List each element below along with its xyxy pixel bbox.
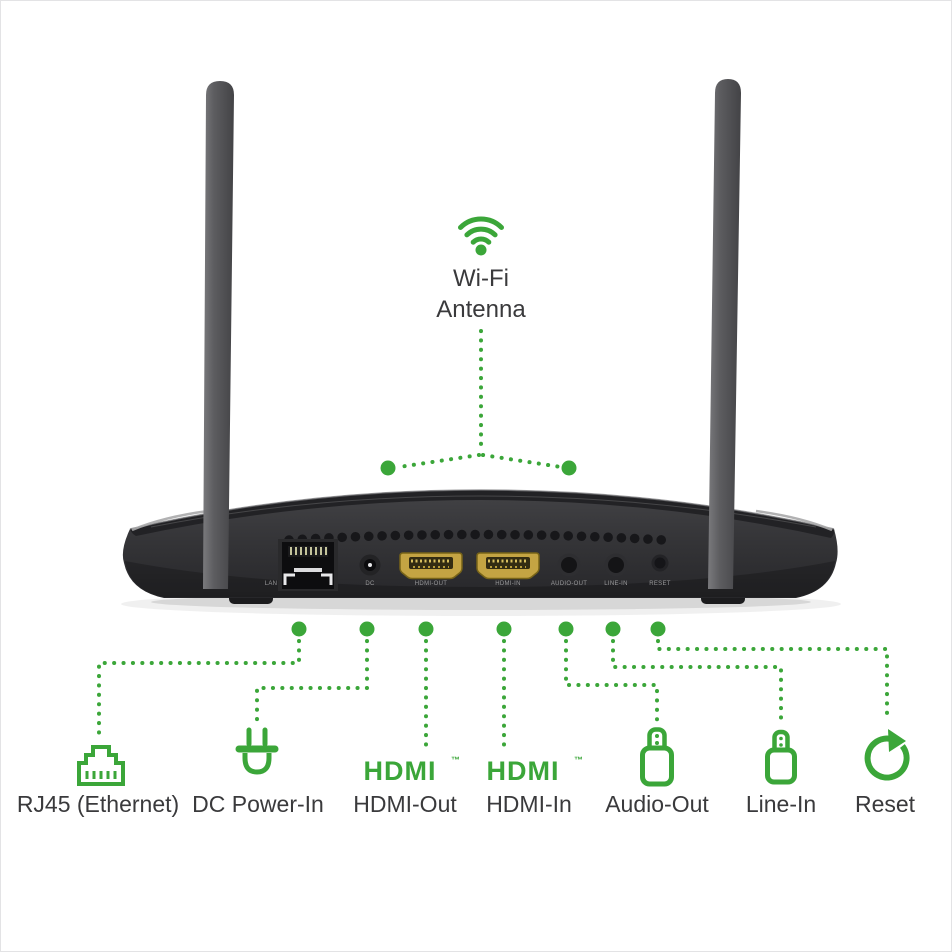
vent-holes <box>284 529 668 545</box>
reset-button-hole <box>654 557 666 569</box>
hdmi-out-logo-text: HDMI <box>364 756 437 786</box>
hdmi-out-logo-tm: ™ <box>451 755 460 765</box>
hdmi-out-anchor-dot <box>418 621 434 637</box>
wifi-arc-outer <box>458 216 504 230</box>
line-in-port: LINE-IN <box>604 553 628 587</box>
lan-port: LAN <box>265 539 338 591</box>
audio-jack-body <box>640 745 674 787</box>
lan-clip-brackets <box>283 573 333 585</box>
hdmi-in-port-label: HDMI-IN <box>495 581 520 587</box>
wifi-label-line2: Antenna <box>436 296 526 323</box>
line-in-jack-body <box>765 747 797 785</box>
hdmi-in-logo-tm: ™ <box>574 755 583 765</box>
wifi-label-line1: Wi-Fi <box>453 265 509 292</box>
wifi-callout: Wi-Fi Antenna <box>380 216 577 476</box>
router-top-surface <box>130 490 835 538</box>
dc-leader-line <box>255 639 369 725</box>
reset-port: RESET <box>649 554 671 587</box>
lan-anchor-dot <box>291 621 307 637</box>
callout-label-hdmi-in: HDMI-In <box>486 791 572 817</box>
line-in-anchor-dot <box>605 621 621 637</box>
callout-label-rj45: RJ45 (Ethernet) <box>17 791 179 817</box>
reset-leader-line <box>656 639 889 719</box>
ethernet-port-icon <box>77 745 125 786</box>
line-in-port-label: LINE-IN <box>604 581 627 587</box>
hdmi-out-port: HDMI-OUT <box>399 552 463 587</box>
hdmi-logo-icon: HDMI ™ <box>364 755 461 786</box>
wifi-icon <box>458 216 504 256</box>
audio-jack-hole-top <box>655 734 659 738</box>
lan-pins <box>290 547 327 555</box>
audio-out-anchor-dot <box>558 621 574 637</box>
power-plug-icon <box>235 727 279 775</box>
hdmi-out-port-label: HDMI-OUT <box>415 581 447 587</box>
line-in-jack-hole-top <box>779 736 783 741</box>
callout-label-audio-out: Audio-Out <box>605 791 709 817</box>
wifi-leader-right <box>481 453 563 469</box>
wifi-leader-left <box>397 453 481 469</box>
hdmi-in-port: HDMI-IN <box>476 552 540 587</box>
callout-label-dc: DC Power-In <box>192 791 324 817</box>
dc-port-label: DC <box>365 581 375 587</box>
rear-panel-ports: LAN DC HDMI-OUT HDMI-IN <box>265 539 671 591</box>
right-antenna <box>708 79 741 589</box>
lan-leader-line <box>97 639 301 743</box>
audio-out-hole <box>561 557 577 573</box>
lan-port-label: LAN <box>265 581 278 587</box>
callout-label-line-in: Line-In <box>746 791 816 817</box>
wifi-arc-inner <box>470 236 492 245</box>
callout-label-reset: Reset <box>855 791 916 817</box>
reset-port-label: RESET <box>649 581 671 587</box>
plug-body <box>242 753 272 775</box>
hdmi-in-anchor-dot <box>496 621 512 637</box>
audio-jack-icon <box>640 727 674 787</box>
audio-jack-hole-bottom <box>655 741 659 745</box>
callout-labels: RJ45 (Ethernet) DC Power-In HDMI-Out HDM… <box>17 791 916 817</box>
dc-port: DC <box>359 554 381 587</box>
line-in-jack-hole-bottom <box>779 743 783 747</box>
audio-out-leader-line <box>564 639 659 722</box>
ethernet-icon-pins <box>85 771 117 779</box>
audio-out-port-label: AUDIO-OUT <box>551 581 587 587</box>
line-in-hole <box>608 557 624 573</box>
right-end-accent <box>755 509 833 532</box>
wifi-arc-middle <box>464 226 498 238</box>
hdmi-in-logo-text: HDMI <box>487 756 560 786</box>
wifi-anchor-dot-left <box>380 460 396 476</box>
wifi-dot <box>475 244 487 256</box>
audio-jack-icon <box>765 729 797 785</box>
reset-arrow-icon <box>864 729 910 781</box>
wifi-anchor-dot-right <box>561 460 577 476</box>
ethernet-icon-outline <box>77 745 125 786</box>
port-leader-lines <box>97 621 889 753</box>
left-end-accent <box>131 509 209 532</box>
hdmi-logo-icon: HDMI ™ <box>487 755 584 786</box>
dc-center-pin <box>368 563 372 567</box>
reset-arrow-arc <box>864 735 910 781</box>
reset-arrow-head <box>888 729 906 752</box>
callout-label-hdmi-out: HDMI-Out <box>353 791 457 817</box>
plug-prongs <box>246 727 268 747</box>
hdmi-out-slot <box>409 557 453 569</box>
line-in-leader-line <box>611 639 783 724</box>
hdmi-in-slot <box>486 557 530 569</box>
dc-anchor-dot <box>359 621 375 637</box>
audio-out-port: AUDIO-OUT <box>551 553 587 587</box>
lan-pin-area <box>288 546 328 557</box>
left-antenna <box>203 81 234 589</box>
reset-anchor-dot <box>650 621 666 637</box>
